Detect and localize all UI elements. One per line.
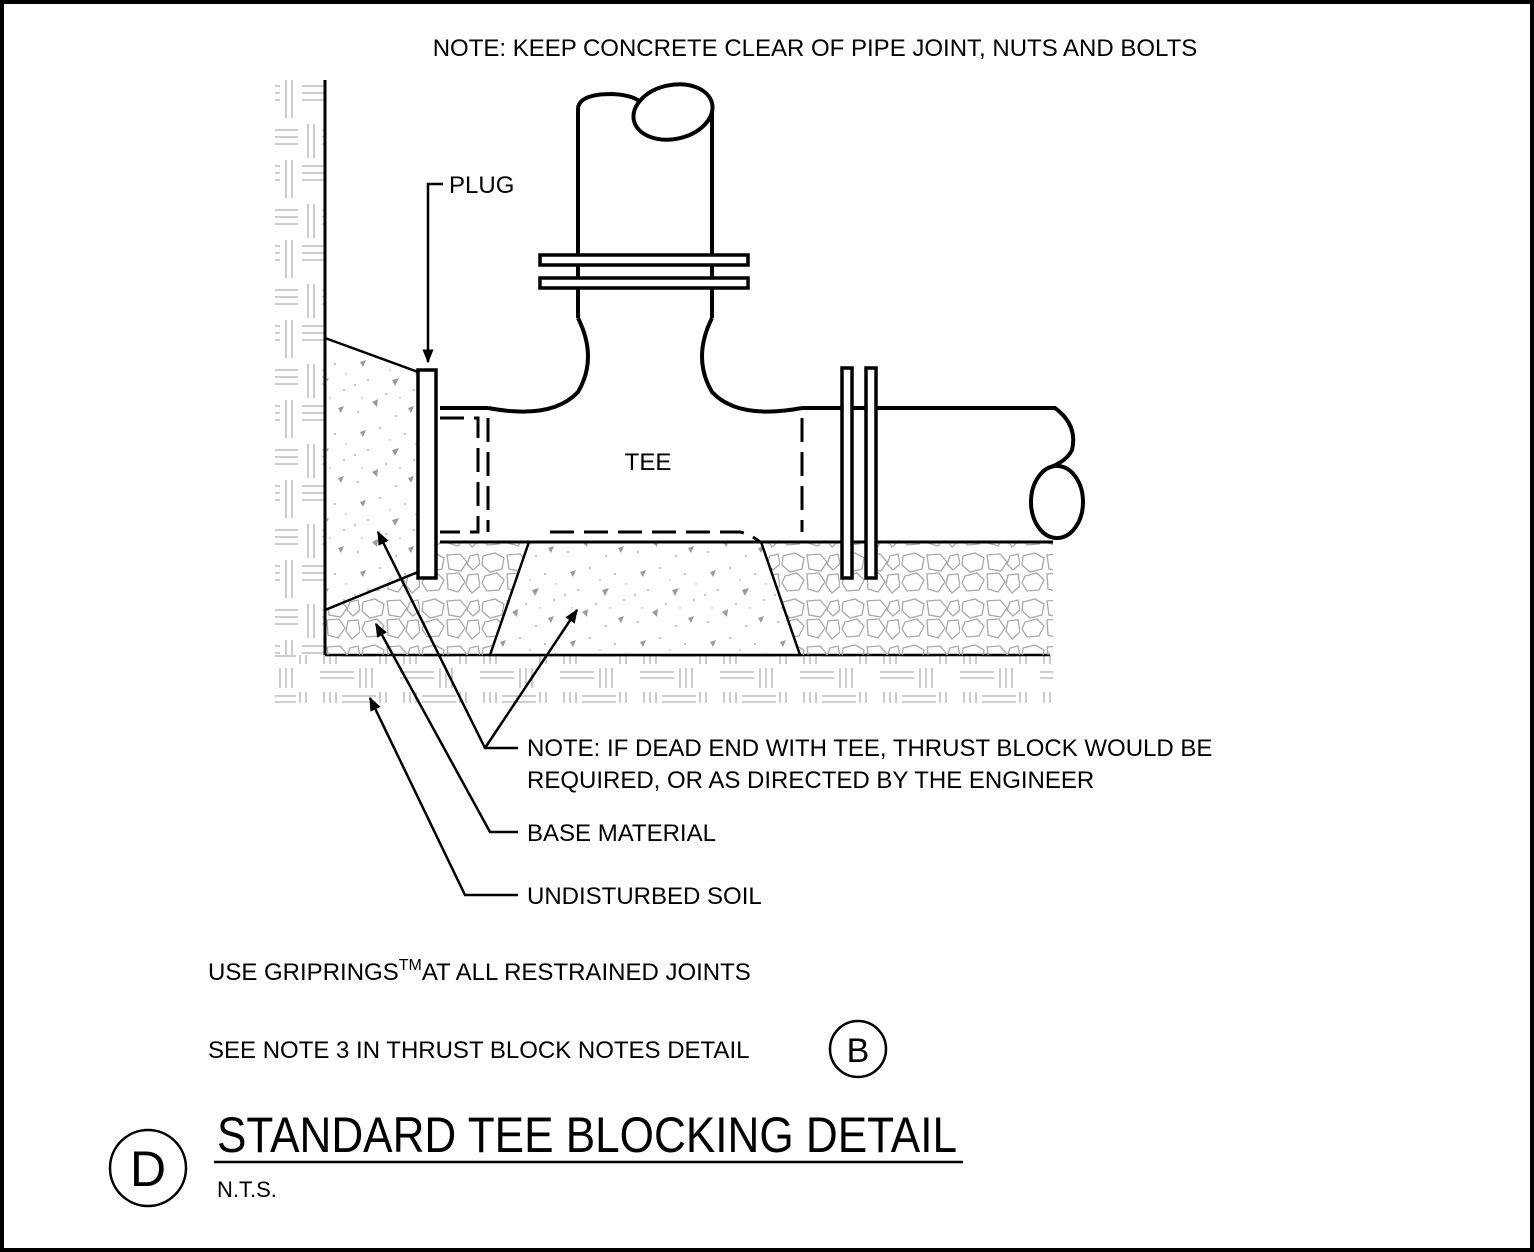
dead-end-note-line2: REQUIRED, OR AS DIRECTED BY THE ENGINEER <box>527 767 1094 794</box>
vertical-flange <box>538 253 750 290</box>
undisturbed-soil-floor <box>275 655 1053 703</box>
dead-end-note-line1: NOTE: IF DEAD END WITH TEE, THRUST BLOCK… <box>527 735 1212 762</box>
top-note: NOTE: KEEP CONCRETE CLEAR OF PIPE JOINT,… <box>433 35 1198 62</box>
detail-marker-letter: D <box>130 1141 166 1197</box>
reference-marker-letter: B <box>847 1032 870 1070</box>
tee-fitting <box>440 317 1085 544</box>
see-note-text: SEE NOTE 3 IN THRUST BLOCK NOTES DETAIL <box>208 1037 749 1064</box>
dead-end-leaders <box>376 530 579 750</box>
griprings-note: USE GRIPRINGSTMAT ALL RESTRAINED JOINTS <box>208 957 751 986</box>
undisturbed-soil-label: UNDISTURBED SOIL <box>527 883 762 910</box>
undisturbed-soil-wall <box>275 80 325 655</box>
plug-thrust-block <box>323 336 420 612</box>
detail-title: STANDARD TEE BLOCKING DETAIL <box>217 1107 957 1163</box>
plug-flange <box>416 368 438 580</box>
tee-label: TEE <box>625 449 672 476</box>
reference-marker-circle <box>828 1019 888 1079</box>
base-material-label: BASE MATERIAL <box>527 820 716 847</box>
undisturbed-soil-leader <box>368 696 518 897</box>
plug-label: PLUG <box>449 172 514 199</box>
hidden-lines <box>440 416 804 544</box>
detail-marker-circle <box>108 1128 188 1208</box>
horizontal-flange <box>840 366 878 580</box>
base-material-leader <box>374 622 518 834</box>
detail-scale: N.T.S. <box>217 1177 277 1202</box>
plug-leader <box>422 182 443 364</box>
